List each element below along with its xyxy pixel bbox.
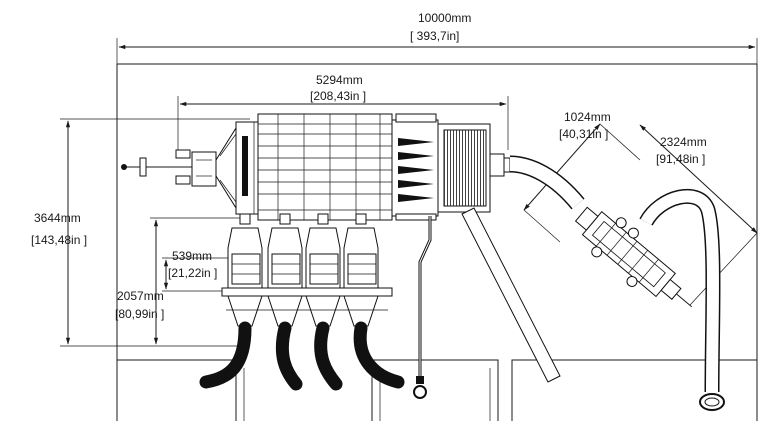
drain-pipe — [413, 216, 432, 399]
discharge-hoses — [199, 321, 405, 391]
diagonal-conveyor — [461, 207, 561, 383]
overall-width-dimension: 10000mm [ 393,7in] — [116, 11, 758, 64]
screen-drum — [437, 123, 491, 213]
arm-length-dimension: 1024mm [40,31in ] — [523, 110, 641, 243]
hopper-3 — [305, 213, 341, 291]
return-hose — [639, 188, 725, 411]
hopper-height-mm: 539mm — [172, 249, 212, 263]
transport-pipe — [509, 155, 585, 210]
overall-depth-dimension: 3644mm [143,48in ] — [31, 118, 250, 347]
hopper-offset-dimension: 2057mm [80,99in ] — [115, 217, 240, 345]
hopper-height-dimension: 539mm [21,22in ] — [162, 249, 240, 292]
inlet-cone — [215, 126, 237, 210]
hopper-height-in: [21,22in ] — [168, 266, 217, 280]
hopper-1 — [227, 213, 263, 291]
main-machine — [121, 113, 511, 221]
hopper-offset-mm: 2057mm — [117, 289, 164, 303]
main-housing — [257, 113, 393, 221]
overall-width-in: [ 393,7in] — [410, 29, 459, 43]
hose-length-dimension: 2324mm [91,48in ] — [639, 124, 758, 306]
front-drum — [235, 121, 259, 215]
hopper-2 — [267, 213, 303, 291]
knife-section — [391, 113, 439, 221]
hopper-4 — [343, 213, 379, 291]
machine-length-in: [208,43in ] — [310, 89, 366, 103]
overall-width-mm: 10000mm — [418, 11, 471, 25]
feed-head — [121, 149, 217, 187]
separator-unit — [574, 206, 693, 308]
room-outline — [116, 63, 758, 421]
arm-length-in: [40,31in ] — [559, 127, 608, 141]
hose-length-in: [91,48in ] — [656, 152, 705, 166]
hose-length-mm: 2324mm — [660, 135, 707, 149]
arm-length-mm: 1024mm — [564, 110, 611, 124]
overall-depth-mm: 3644mm — [34, 211, 81, 225]
hopper-unit — [221, 213, 393, 327]
outlet-nozzle — [489, 153, 511, 177]
hopper-offset-in: [80,99in ] — [115, 307, 164, 321]
machine-length-dimension: 5294mm [208,43in ] — [177, 73, 509, 150]
overall-depth-in: [143,48in ] — [31, 233, 87, 247]
machine-length-mm: 5294mm — [316, 73, 363, 87]
